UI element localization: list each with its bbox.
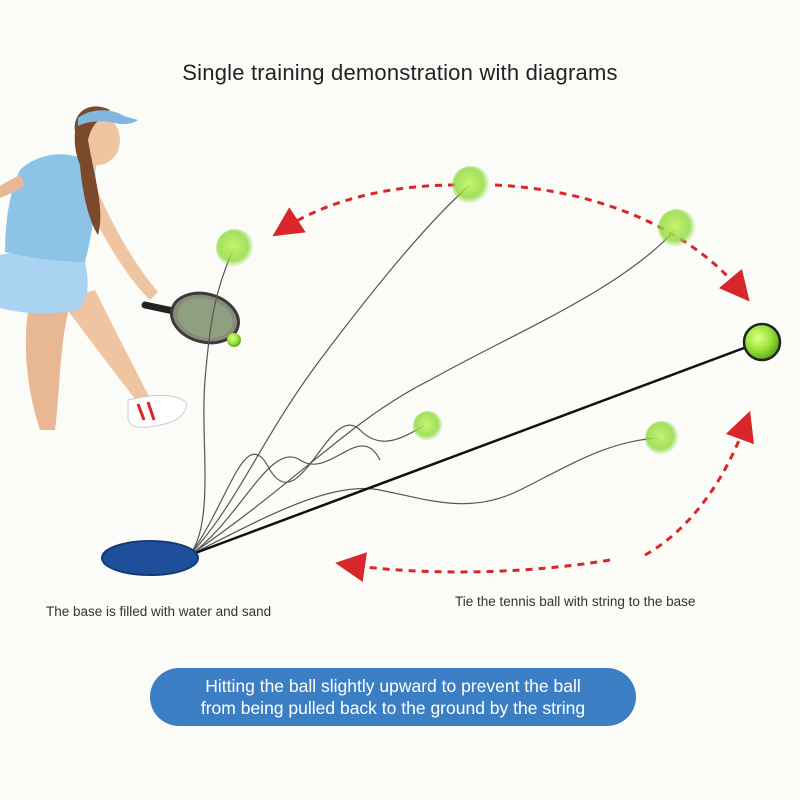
shoe-icon <box>127 394 187 428</box>
main-string <box>189 340 761 557</box>
tennis-ball-icon <box>645 421 679 455</box>
banner-line-1: Hitting the ball slightly upward to prev… <box>205 676 581 696</box>
info-banner: Hitting the ball slightly upward to prev… <box>150 668 636 726</box>
tennis-ball-icon <box>413 411 443 441</box>
paddle-icon <box>141 291 241 347</box>
tennis-ball-icon <box>452 166 490 204</box>
small-ball-icon <box>227 333 241 347</box>
tennis-ball-icon <box>742 322 782 362</box>
base-icon <box>101 540 199 576</box>
tennis-balls <box>216 166 782 455</box>
arrow-icon <box>272 183 754 582</box>
player-illustration <box>0 106 187 430</box>
caption-tie: Tie the tennis ball with string to the b… <box>455 594 696 609</box>
tennis-ball-icon <box>658 209 696 247</box>
tennis-ball-icon <box>216 229 254 267</box>
banner-line-2: from being pulled back to the ground by … <box>200 698 586 718</box>
caption-base: The base is filled with water and sand <box>46 604 272 619</box>
strings <box>189 184 676 556</box>
diagram-title: Single training demonstration with diagr… <box>182 60 618 85</box>
